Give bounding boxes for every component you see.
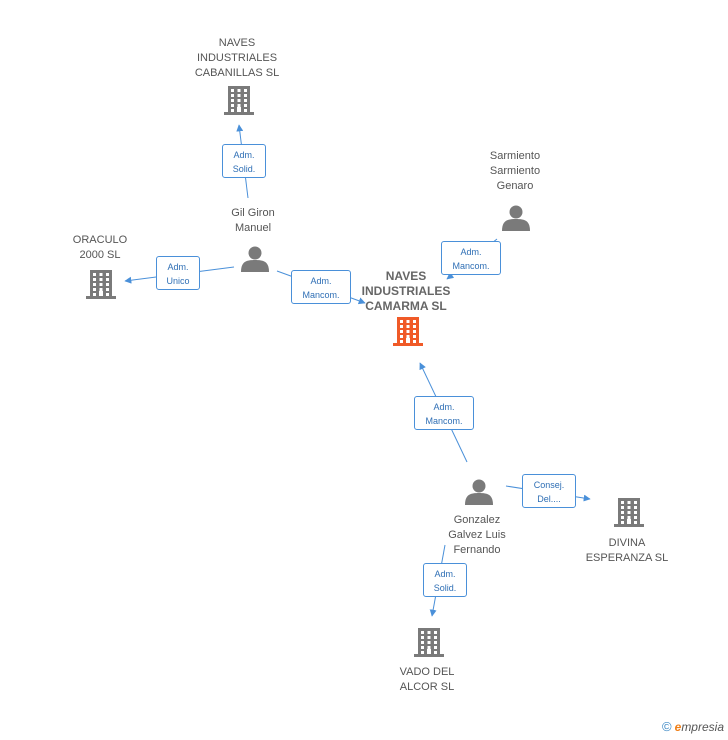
- building-icon-center[interactable]: [393, 317, 423, 346]
- relation-qualifier: Solid.: [433, 583, 457, 593]
- relation-role: Adm.: [233, 150, 255, 160]
- building-icon-oraculo[interactable]: [86, 270, 116, 299]
- relation-role: Adm.: [433, 402, 455, 412]
- node-label-gil[interactable]: Gil Giron Manuel: [231, 207, 275, 234]
- relation-qualifier: Mancom.: [452, 261, 490, 271]
- relation-role: Adm.: [434, 569, 456, 579]
- relation-role: Adm.: [460, 247, 482, 257]
- node-label-oraculo[interactable]: ORACULO 2000 SL: [72, 234, 128, 261]
- building-icon-vado[interactable]: [414, 628, 444, 657]
- relation-label-gonzalez-to-center[interactable]: Adm. Mancom.: [414, 396, 474, 430]
- person-icon-sarmiento[interactable]: [502, 205, 530, 232]
- relation-label-gil-to-center[interactable]: Adm. Mancom.: [291, 270, 351, 304]
- footer-brand[interactable]: ©empresia: [662, 719, 724, 734]
- relation-qualifier: Unico: [166, 276, 190, 286]
- icons-layer: [86, 86, 644, 657]
- node-label-cabanillas[interactable]: NAVES INDUSTRIALES CABANILLAS SL: [194, 37, 280, 79]
- brand-name: mpresia: [681, 720, 724, 734]
- relation-label-gil-to-oraculo[interactable]: Adm. Unico: [156, 256, 200, 290]
- copyright-symbol: ©: [662, 719, 672, 734]
- relation-qualifier: Solid.: [232, 164, 256, 174]
- relation-label-gil-to-cabanillas[interactable]: Adm. Solid.: [222, 144, 266, 178]
- brand-initial: e: [674, 720, 682, 734]
- relation-role: Consej.: [533, 480, 565, 490]
- node-label-divina[interactable]: DIVINA ESPERANZA SL: [585, 537, 669, 564]
- relation-label-sarmiento-to-center[interactable]: Adm. Mancom.: [441, 241, 501, 275]
- building-icon-cabanillas[interactable]: [224, 86, 254, 115]
- relation-label-gonzalez-to-vado[interactable]: Adm. Solid.: [423, 563, 467, 597]
- relation-role: Adm.: [310, 276, 332, 286]
- relation-role: Adm.: [167, 262, 189, 272]
- relation-qualifier: Del....: [537, 494, 561, 504]
- node-label-center[interactable]: NAVES INDUSTRIALES CAMARMA SL: [361, 269, 451, 313]
- person-icon-gil[interactable]: [241, 246, 269, 273]
- relation-qualifier: Mancom.: [425, 416, 463, 426]
- node-label-gonzalez[interactable]: Gonzalez Galvez Luis Fernando: [448, 514, 506, 556]
- person-icon-gonzalez[interactable]: [465, 479, 493, 506]
- node-label-sarmiento[interactable]: Sarmiento Sarmiento Genaro: [489, 150, 541, 192]
- relation-label-gonzalez-to-divina[interactable]: Consej. Del....: [522, 474, 576, 508]
- relation-qualifier: Mancom.: [302, 290, 340, 300]
- building-icon-divina[interactable]: [614, 498, 644, 527]
- node-label-vado[interactable]: VADO DEL ALCOR SL: [399, 666, 455, 693]
